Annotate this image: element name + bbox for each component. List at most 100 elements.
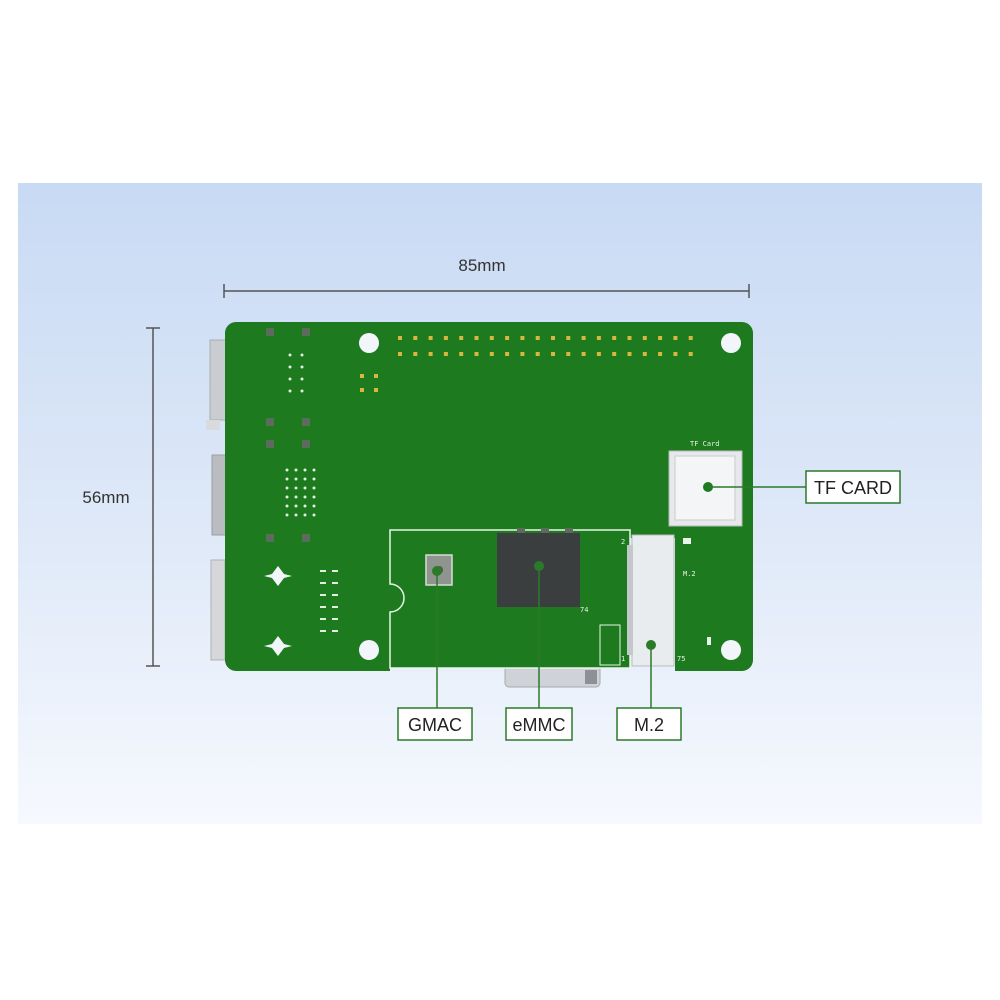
fiducial-mark-bottom [264,636,292,656]
mounting-hole-top-right [721,333,741,353]
emmc-marker [534,561,544,571]
usb-connector-tab [206,420,220,430]
smd-component [707,637,711,645]
gpio-pin [581,336,586,340]
gpio-pin [673,352,678,356]
gpio-pin [566,352,571,356]
callout-m2: M.2 [616,707,682,741]
gpio-pin [520,336,525,340]
trace-pad [332,582,338,584]
via [285,513,289,517]
gpio-pin [459,336,464,340]
callout-tf-card: TF CARD [805,470,901,504]
via [288,389,292,393]
pcb-board [225,322,753,671]
smd-component [302,328,310,336]
gpio-pin [627,352,632,356]
callout-label: GMAC [408,715,462,735]
smd-component [266,418,274,426]
smd-component [302,440,310,448]
via [285,495,289,499]
gpio-pin [688,352,693,356]
callout-box [505,707,573,741]
small-pad-cluster [360,374,378,392]
callout-emmc: eMMC [505,707,573,741]
m2-contacts [627,545,633,655]
trace-pad [320,606,326,608]
via [312,504,316,508]
m2-pin-75-label: 75 [677,655,685,663]
bottom-port-latch [585,670,597,684]
callout-label: M.2 [634,715,664,735]
left-components [264,328,338,656]
via [294,504,298,508]
tf-card-silkscreen: TF Card [690,440,720,448]
width-dimension: 85mm [223,256,750,298]
gpio-pin [627,336,632,340]
via [288,365,292,369]
bottom-connector [504,664,601,688]
via [312,477,316,481]
gpio-pin [596,352,601,356]
smd-component [302,534,310,542]
side-connectors [206,339,227,661]
gpio-pin [489,352,494,356]
gpio-pin [551,352,555,356]
via [303,504,307,508]
via [312,468,316,472]
test-pad [374,388,378,392]
gpio-pin [489,336,494,340]
via [294,477,298,481]
gpio-pin [474,352,479,356]
gpio-pin [658,352,663,356]
callout-label: eMMC [513,715,566,735]
gpio-pin [413,352,418,356]
gpio-pin [428,336,433,340]
gmac-chip [425,554,453,586]
callout-leaders [432,486,806,708]
via [300,365,304,369]
gpio-pin [658,336,663,340]
m2-silkscreen: M.2 [683,570,696,578]
gpio-pin [612,352,617,356]
gpio-pin [535,336,540,340]
gpio-pin [443,352,448,356]
mounting-hole-top-left [359,333,379,353]
via-grid [285,353,338,632]
usb-connector-top [209,339,227,421]
trace-pad [320,570,326,572]
via [288,353,292,357]
mounting-hole-bottom-right [721,640,741,660]
gpio-pin [474,336,479,340]
mounting-holes [359,333,741,660]
trace-pad [320,618,326,620]
trace-pad [320,582,326,584]
via [312,486,316,490]
via [303,495,307,499]
via [303,477,307,481]
gpio-pin [505,336,510,340]
m2-pin-74-label: 74 [580,606,588,614]
gpio-pin [581,352,586,356]
module-pad-block [599,624,621,666]
smd-component [266,440,274,448]
m2-pin-1-label: 1 [621,655,625,663]
gpio-pin [505,352,510,356]
module-outline [389,529,631,669]
via [294,486,298,490]
test-pad [360,388,364,392]
trace-pad [332,570,338,572]
smd-component [683,538,691,544]
trace-pad [332,594,338,596]
gpio-pin [566,336,571,340]
smd-component [266,328,274,336]
gpio-pin [398,336,402,340]
gpio-pin [413,336,418,340]
height-dimension: 56mm [82,327,160,667]
tf-card-slot: TF Card [668,440,743,527]
smd-component [517,528,525,533]
gpio-pin [642,352,647,356]
trace-pad [320,630,326,632]
via [294,495,298,499]
via [300,353,304,357]
